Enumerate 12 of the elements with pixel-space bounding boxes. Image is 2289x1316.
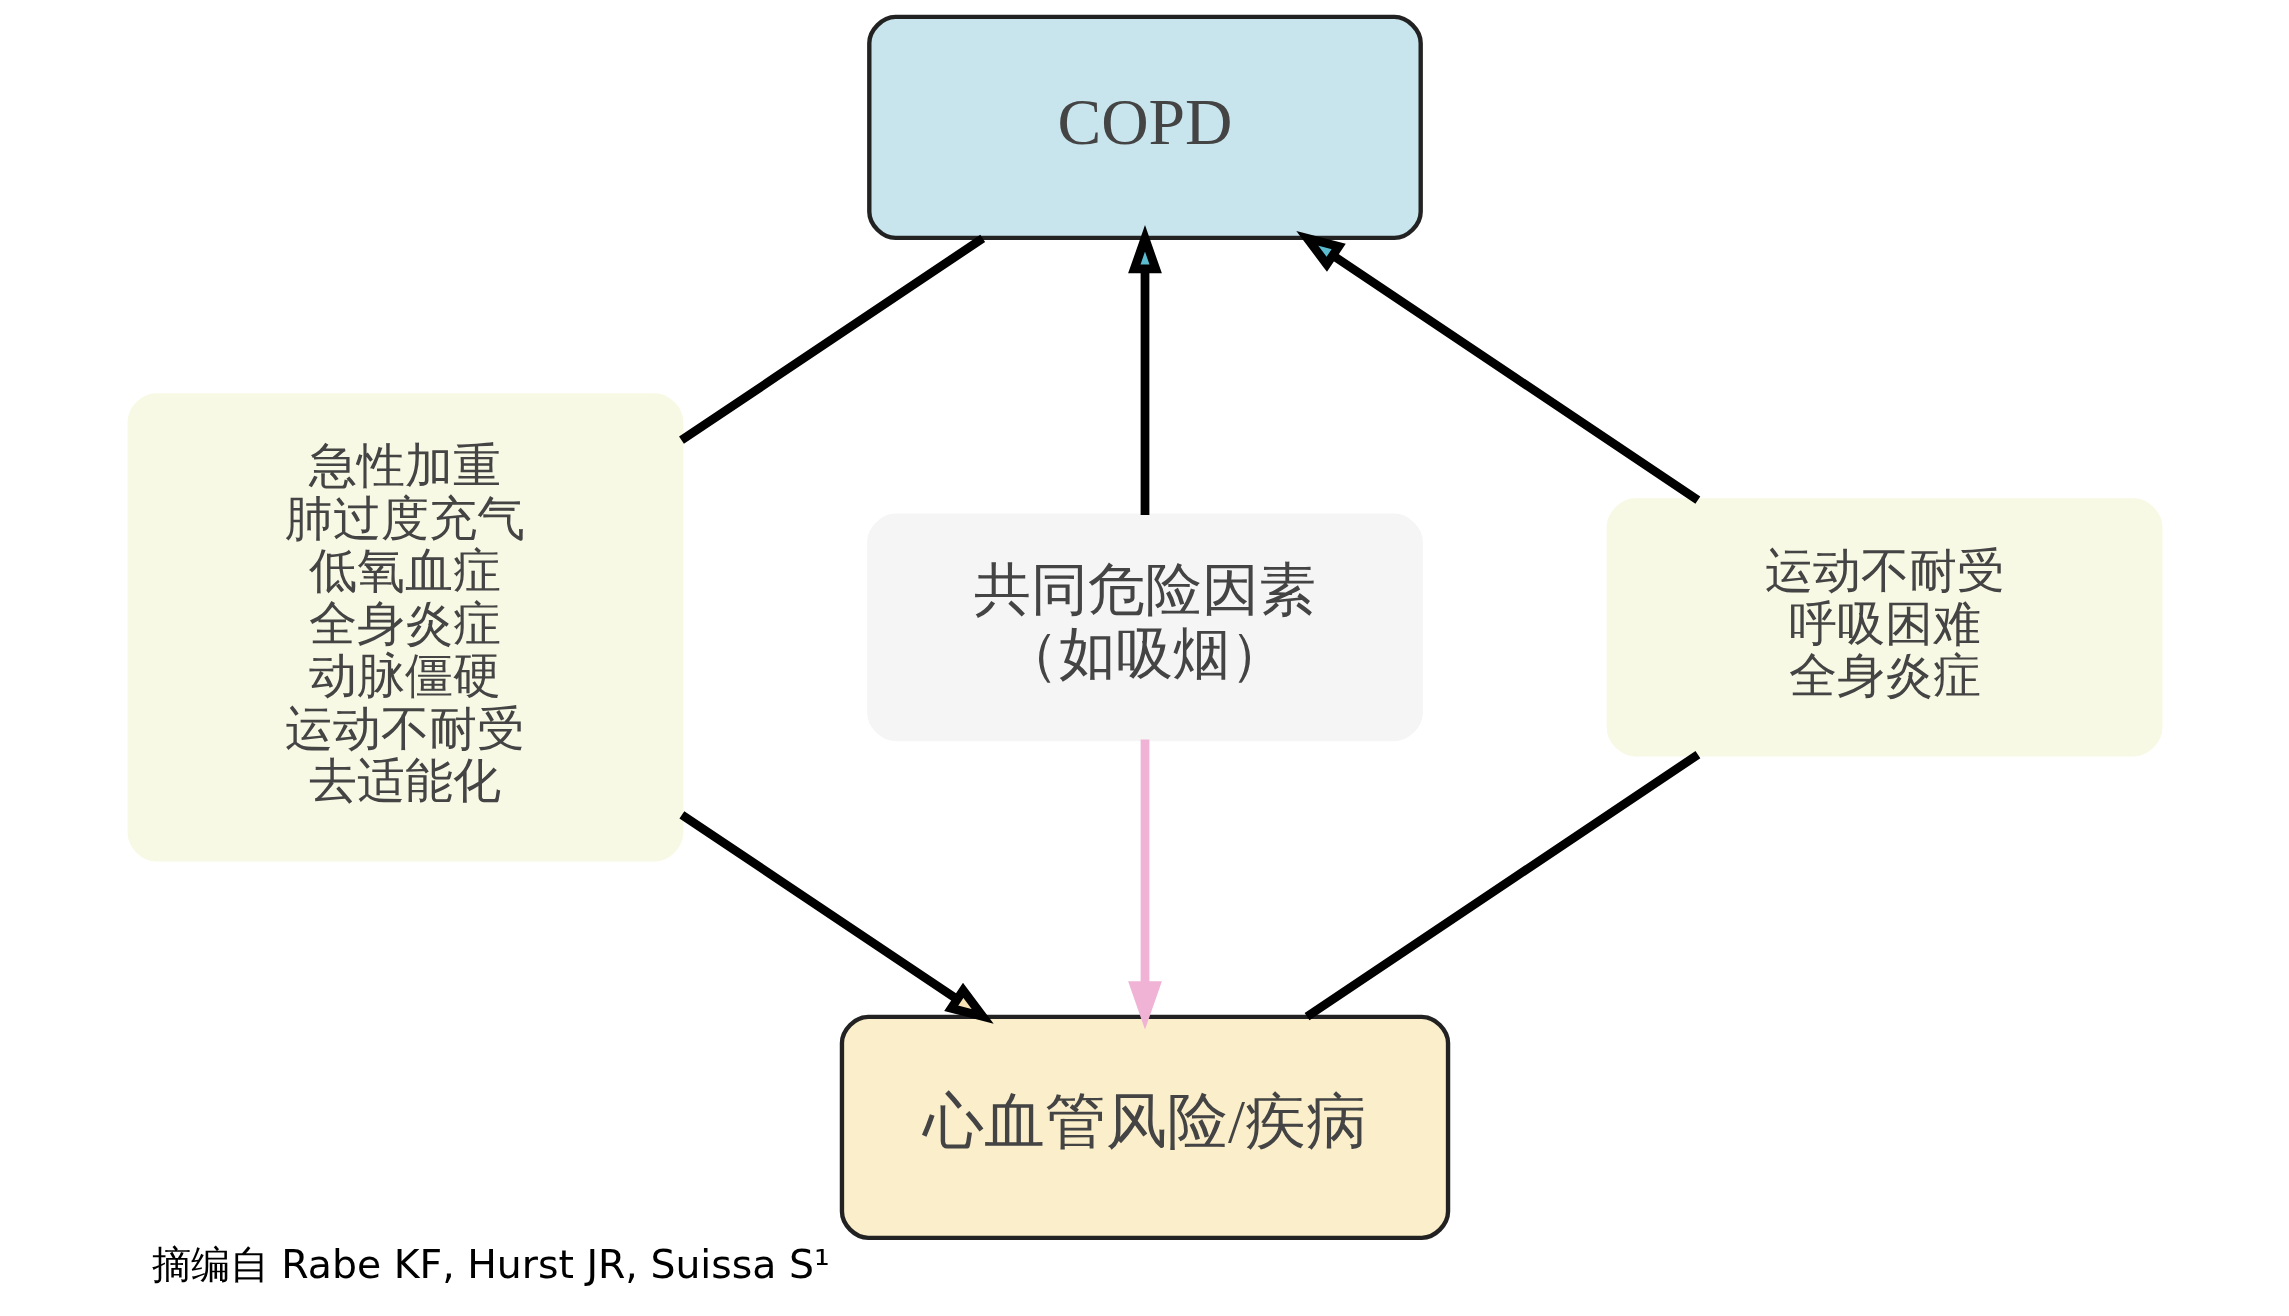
arrow — [1127, 739, 1162, 1030]
node-box: 急性加重 肺过度充气 低氧血症 全身炎症 动脉僵硬 运动不耐受 去适能化 — [127, 393, 683, 862]
connector — [678, 234, 985, 444]
node-box: COPD — [866, 14, 1423, 241]
node-box: 共同危险因素 （如吸烟） — [866, 513, 1423, 742]
node-box: 运动不耐受 呼吸困难 全身炎症 — [1606, 498, 2162, 757]
caption: 摘编自 Rabe KF, Hurst JR, Suissa S¹ — [151, 1241, 830, 1288]
arrow — [1127, 225, 1162, 515]
connector — [1304, 751, 1700, 1021]
arrow — [678, 811, 994, 1024]
arrow — [1295, 231, 1700, 504]
node-box: 心血管风险/疾病 — [839, 1014, 1450, 1240]
